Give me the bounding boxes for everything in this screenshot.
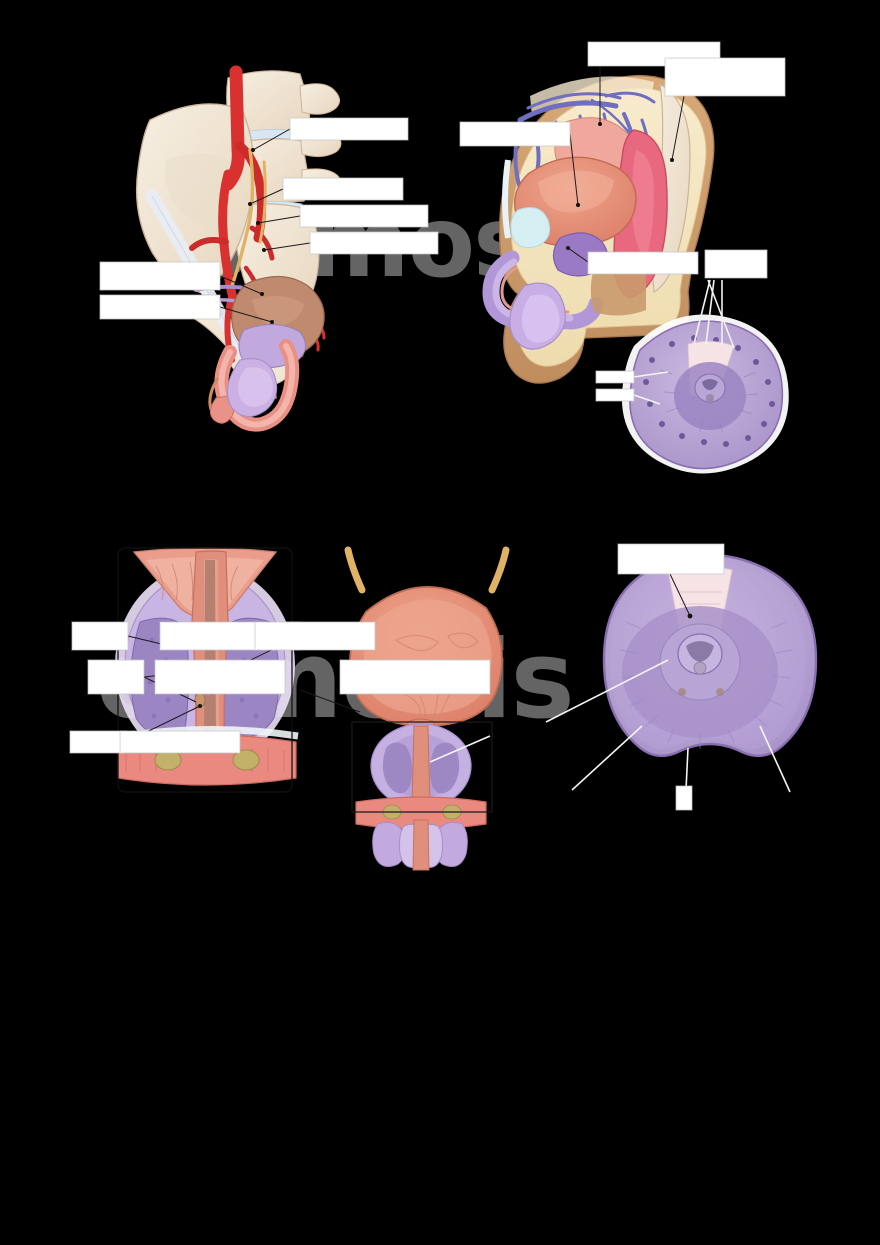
label-box-9[interactable] (460, 122, 570, 146)
label-box-11[interactable] (705, 250, 767, 278)
label-box-10[interactable] (588, 252, 698, 274)
label-box-8[interactable] (665, 58, 785, 96)
label-box-1[interactable] (290, 118, 408, 140)
label-box-18[interactable] (155, 660, 285, 694)
label-box-15[interactable] (88, 660, 144, 694)
label-box-3[interactable] (300, 205, 428, 227)
label-box-2[interactable] (283, 178, 403, 200)
label-box-6[interactable] (100, 295, 220, 319)
label-box-4[interactable] (310, 232, 438, 254)
label-box-22[interactable] (618, 544, 724, 574)
label-box-13[interactable] (596, 389, 634, 401)
label-box-21[interactable] (340, 660, 490, 694)
label-box-14[interactable] (72, 622, 128, 650)
label-box-16[interactable] (70, 731, 126, 753)
label-box-5[interactable] (100, 262, 220, 290)
label-box-20[interactable] (255, 622, 375, 650)
label-box-23[interactable] (676, 786, 692, 810)
label-box-12[interactable] (596, 371, 634, 383)
label-box-19[interactable] (120, 731, 240, 753)
